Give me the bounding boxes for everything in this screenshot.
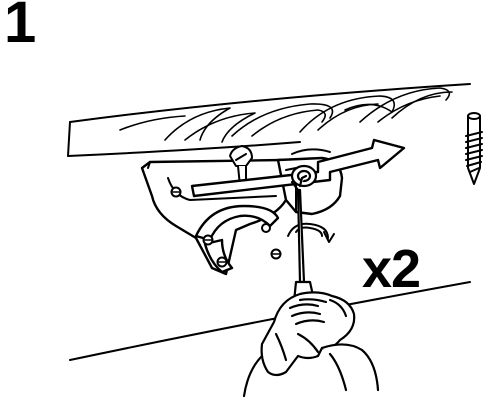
- shelf-board: [67, 83, 471, 361]
- hand-icon: [242, 291, 380, 398]
- quantity-label: x2: [362, 239, 421, 299]
- rotate-clockwise-icon: [287, 222, 335, 243]
- step-number: 1: [4, 0, 37, 55]
- wood-grain: [119, 87, 453, 143]
- screwdriver-icon: [290, 174, 316, 304]
- wood-screw-icon: [465, 112, 483, 185]
